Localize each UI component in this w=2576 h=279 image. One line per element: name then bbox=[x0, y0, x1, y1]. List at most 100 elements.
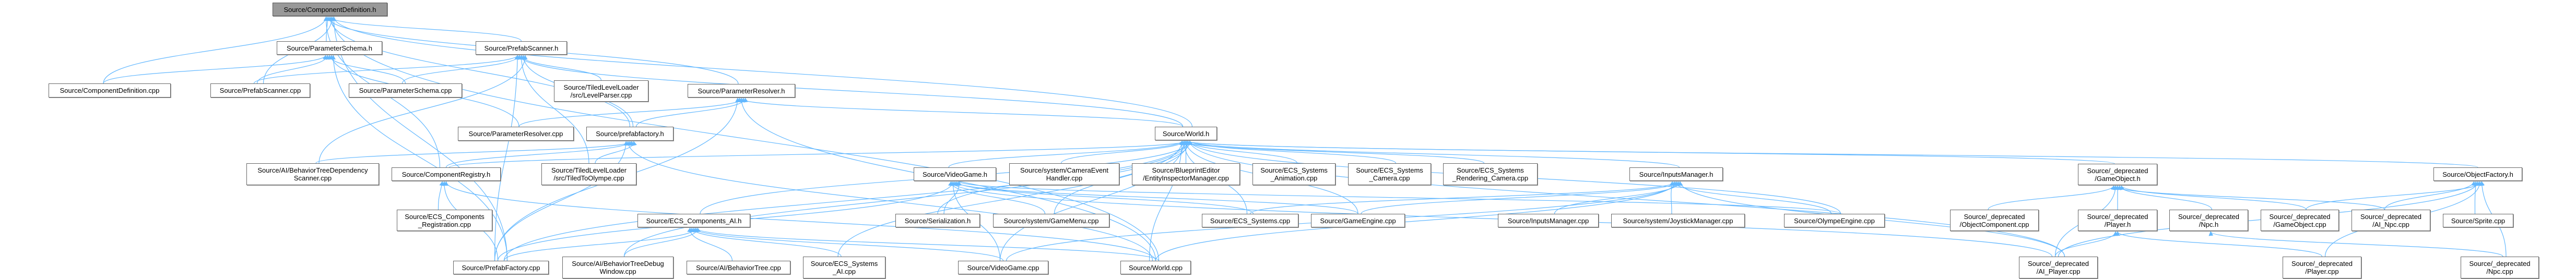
graph-node[interactable]: Source/TiledLevelLoader /src/TiledToOlym… bbox=[541, 163, 636, 185]
graph-node[interactable]: Source/prefabfactory.h bbox=[586, 127, 673, 141]
graph-node[interactable]: Source/_deprecated /Npc.h bbox=[2169, 210, 2248, 231]
graph-node[interactable]: Source/Sprite.cpp bbox=[2443, 214, 2513, 227]
graph-node[interactable]: Source/system/CameraEvent Handler.cpp bbox=[1009, 163, 1119, 185]
graph-node[interactable]: Source/_deprecated /Player.cpp bbox=[2283, 257, 2361, 278]
graph-node[interactable]: Source/PrefabFactory.cpp bbox=[453, 261, 549, 274]
graph-node[interactable]: Source/TiledLevelLoader /src/LevelParser… bbox=[554, 80, 648, 102]
graph-node[interactable]: Source/ParameterSchema.h bbox=[277, 41, 382, 55]
graph-node[interactable]: Source/ECS_Components _Registration.cpp bbox=[397, 210, 492, 231]
graph-node[interactable]: Source/InputsManager.cpp bbox=[1498, 214, 1599, 227]
include-edge-OE-to-VG_h bbox=[957, 181, 1841, 214]
graph-node[interactable]: Source/_deprecated /AI_Npc.cpp bbox=[2352, 210, 2430, 231]
graph-node[interactable]: Source/GameEngine.cpp bbox=[1311, 214, 1405, 227]
graph-node[interactable]: Source/ECS_Systems _Rendering_Camera.cpp bbox=[1443, 163, 1538, 185]
graph-node[interactable]: Source/AI/BehaviorTreeDebug Window.cpp bbox=[562, 257, 673, 278]
include-edge-JM-to-IM_h bbox=[1669, 181, 1674, 214]
include-edge-AINpc-to-GO_h bbox=[2110, 185, 2385, 210]
include-edge-BTDW-to-ECAI_h bbox=[623, 227, 701, 257]
include-edge-pf_h-to-CD_h bbox=[327, 16, 631, 127]
include-edge-BTDS-to-pf_h bbox=[315, 141, 635, 164]
graph-node[interactable]: Source/ObjectFactory.h bbox=[2433, 167, 2522, 181]
include-edge-ECSS-to-VG_h bbox=[954, 181, 1254, 214]
graph-node[interactable]: Source/World.h bbox=[1155, 127, 1217, 140]
graph-node[interactable]: Source/ECS_Components_AI.h bbox=[637, 214, 750, 227]
graph-node[interactable]: Source/_deprecated /ObjectComponent.cpp bbox=[1950, 210, 2039, 231]
graph-node[interactable]: Source/ECS_Systems _AI.cpp bbox=[803, 257, 885, 278]
include-edge-ECSS-to-IM_h bbox=[1249, 181, 1679, 214]
include-edge-Npc_cpp-to-Npc_h bbox=[2208, 231, 2503, 257]
include-edge-OE-to-IM_h bbox=[1671, 181, 1832, 214]
include-edge-CD_cpp-to-PS_h bbox=[103, 55, 327, 84]
include-edge-World_h-to-CD_h bbox=[332, 16, 1193, 127]
include-edge-CD_cpp-to-CD_h bbox=[103, 16, 328, 84]
graph-node[interactable]: Source/ECS_Systems _Animation.cpp bbox=[1252, 163, 1336, 185]
include-edge-IM_h-to-World_h bbox=[1186, 140, 1680, 168]
include-edge-World_h-to-PSc_h bbox=[517, 55, 1184, 127]
graph-node[interactable]: Source/Serialization.h bbox=[895, 214, 980, 227]
include-edge-World_cpp-to-IM_h bbox=[1155, 181, 1679, 261]
graph-node[interactable]: Source/PrefabScanner.cpp bbox=[210, 83, 310, 98]
include-edge-PF_cpp-to-ECAI_h bbox=[503, 227, 699, 261]
include-edge-OF_h-to-World_h bbox=[1184, 140, 2478, 168]
include-edge-World_h-to-PR_h bbox=[737, 98, 1184, 127]
include-edge-pf_h-to-PR_h bbox=[635, 98, 748, 127]
graph-node[interactable]: Source/AI/BehaviorTree.cpp bbox=[687, 261, 790, 274]
graph-root-node[interactable]: Source/ComponentDefinition.h bbox=[273, 3, 387, 16]
graph-node[interactable]: Source/World.cpp bbox=[1120, 261, 1191, 274]
include-edge-CR_h-to-pf_h bbox=[445, 141, 632, 168]
include-edge-IM_cpp-to-IM_h bbox=[1554, 181, 1683, 214]
include-edge-CEH-to-World_h bbox=[1060, 140, 1186, 164]
graph-node[interactable]: Source/_deprecated /Npc.cpp bbox=[2461, 257, 2539, 278]
include-edge-RCam-to-World_h bbox=[1179, 140, 1485, 164]
graph-node[interactable]: Source/OlympeEngine.cpp bbox=[1784, 214, 1885, 227]
graph-node[interactable]: Source/system/GameMenu.cpp bbox=[993, 214, 1109, 227]
include-edge-GO_cpp-to-GO_h bbox=[2120, 185, 2307, 210]
include-edge-PS_cpp-to-PSc_h bbox=[401, 55, 522, 84]
graph-node[interactable]: Source/_deprecated /GameObject.cpp bbox=[2261, 210, 2339, 231]
include-edge-PSc_h-to-CD_h bbox=[327, 16, 522, 42]
graph-node[interactable]: Source/VideoGame.h bbox=[914, 167, 996, 181]
include-edge-PSc_cpp-to-PSc_h bbox=[253, 55, 519, 84]
include-edge-PSc_cpp-to-PS_h bbox=[256, 55, 330, 84]
include-edge-PF_cpp-to-CD_h bbox=[331, 16, 508, 261]
graph-node[interactable]: Source/_deprecated /Player.h bbox=[2078, 210, 2157, 231]
include-edge-World_cpp-to-pf_h bbox=[625, 141, 1153, 261]
include-edge-Cam-to-World_h bbox=[1188, 140, 1397, 164]
include-edge-ECSAI-to-World_h bbox=[837, 140, 1185, 257]
include-edge-PR_cpp-to-PR_h bbox=[518, 98, 746, 127]
include-edge-World_cpp-to-CD_h bbox=[329, 16, 1160, 261]
include-edge-BTDW-to-World_h bbox=[623, 140, 1192, 257]
graph-node[interactable]: Source/ParameterResolver.h bbox=[688, 84, 795, 98]
include-edge-GE-to-IM_h bbox=[1361, 181, 1681, 214]
include-edge-BTDS-to-PSc_h bbox=[318, 55, 528, 164]
include-edge-AINpc-to-OF_h bbox=[2384, 181, 2476, 210]
include-edge-PF_cpp-to-PS_h bbox=[330, 55, 508, 261]
graph-node[interactable]: Source/VideoGame.cpp bbox=[958, 261, 1048, 274]
graph-node[interactable]: Source/AI/BehaviorTreeDependency Scanner… bbox=[246, 163, 379, 185]
graph-node[interactable]: Source/PrefabScanner.h bbox=[476, 41, 567, 55]
graph-node[interactable]: Source/ParameterResolver.cpp bbox=[458, 127, 574, 141]
graph-node[interactable]: Source/_deprecated /GameObject.h bbox=[2078, 164, 2157, 185]
graph-node[interactable]: Source/ECS_Systems _Camera.cpp bbox=[1348, 163, 1431, 185]
graph-node[interactable]: Source/InputsManager.h bbox=[1629, 167, 1723, 181]
graph-node[interactable]: Source/ComponentDefinition.cpp bbox=[49, 83, 171, 98]
graph-node[interactable]: Source/system/JoystickManager.cpp bbox=[1611, 214, 1745, 227]
graph-node[interactable]: Source/ECS_Systems.cpp bbox=[1202, 214, 1298, 227]
include-edge-BT_cpp-to-ECAI_h bbox=[687, 227, 733, 261]
include-edge-ECR-to-CR_h bbox=[438, 181, 444, 210]
include-edge-CR_h-to-World_h bbox=[448, 140, 1190, 168]
include-edge-World_cpp-to-ECAI_h bbox=[693, 227, 1160, 261]
graph-node[interactable]: Source/ParameterSchema.cpp bbox=[349, 83, 462, 98]
graph-node[interactable]: Source/BlueprintEditor /EntityInspectorM… bbox=[1132, 163, 1240, 185]
graph-node[interactable]: Source/_deprecated /AI_Player.cpp bbox=[2019, 257, 2098, 278]
include-edge-GM-to-VG_h bbox=[948, 181, 1046, 214]
include-edge-Player_cpp-to-Player_h bbox=[2115, 231, 2323, 257]
graph-node[interactable]: Source/ComponentRegistry.h bbox=[392, 167, 501, 181]
include-edge-LP_cpp-to-PSc_h bbox=[519, 55, 602, 81]
include-edge-TTO-to-pf_h bbox=[595, 141, 637, 164]
include-edge-ECSAI-to-ECAI_h bbox=[689, 227, 842, 257]
include-edge-AIPlayer-to-Player_h bbox=[2054, 231, 2118, 257]
include-edge-GO_cpp-to-OF_h bbox=[2306, 181, 2485, 210]
